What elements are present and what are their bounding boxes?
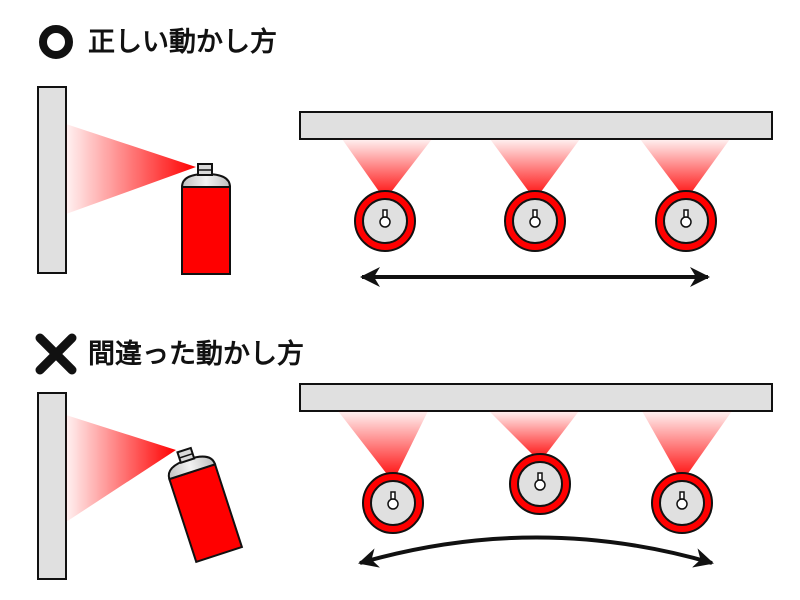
spray-nozzle-icon-correct-2 [504,190,566,252]
spray-cone-wrong-1 [338,411,428,482]
surface-bar-correct [299,111,773,140]
spray-cone-correct-1 [342,139,432,200]
spray-cone-wrong-3 [642,411,732,482]
spray-cone-correct-3 [640,139,730,200]
spray-nozzle-icon-wrong-3 [651,472,713,534]
spray-nozzle-icon-correct-1 [354,190,416,252]
correct-method-heading: 正しい動かし方 [88,27,277,58]
spray-cone-correct-2 [490,139,580,200]
spray-cone-wrong [66,415,176,522]
spray-can-icon [180,163,232,275]
spray-nozzle-icon-correct-3 [655,190,717,252]
surface-bar-wrong [299,383,773,412]
circle-icon [39,25,73,59]
double-arrow-icon-curved [358,535,714,568]
wall-panel-correct [37,86,67,274]
spray-nozzle-icon-wrong-1 [362,472,424,534]
cross-icon [35,333,77,375]
spray-nozzle-icon-wrong-2 [509,453,571,515]
wall-panel-wrong [37,392,67,580]
spray-can-icon-tilted [167,446,244,564]
wrong-method-heading: 間違った動かし方 [88,339,304,370]
spray-cone-correct [66,124,196,214]
spray-cone-wrong-2 [489,411,579,462]
